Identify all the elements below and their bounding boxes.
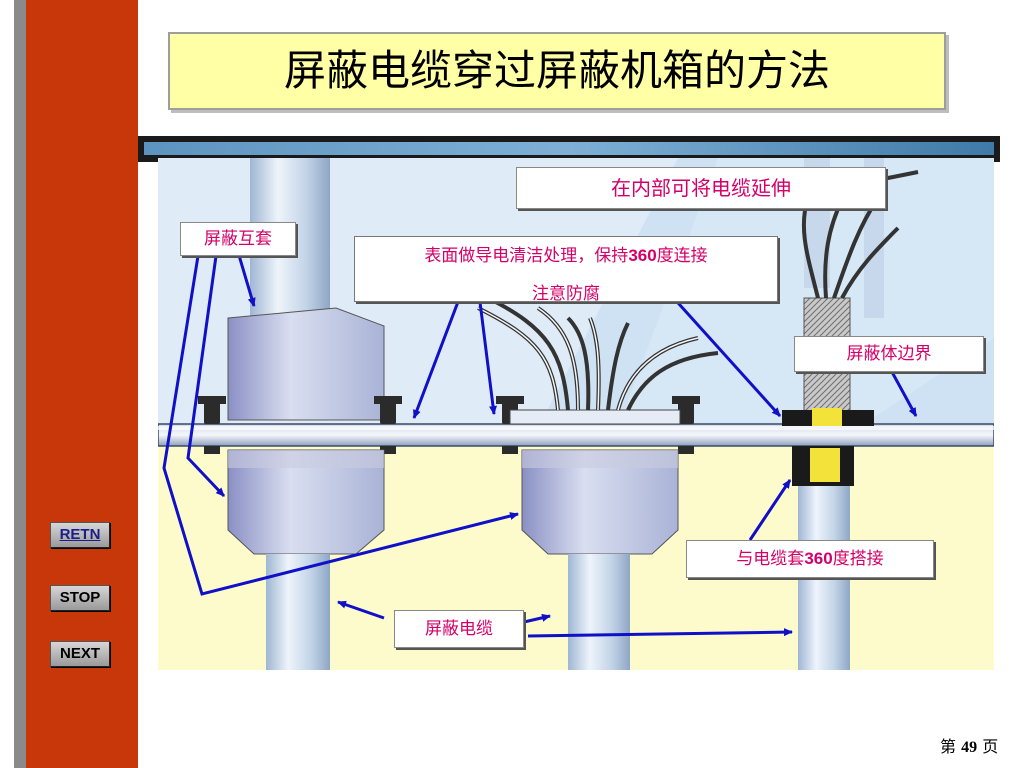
label-shield-sleeve: 屏蔽互套 [180, 222, 296, 256]
bond-text-b: 度搭接 [832, 549, 884, 569]
page-prefix: 第 [940, 737, 957, 756]
next-button[interactable]: NEXT [50, 641, 110, 667]
sidebar [26, 0, 138, 768]
bond-number: 360 [804, 549, 833, 568]
annotation-arrows [162, 251, 918, 638]
label-360-bond: 与电缆套360度搭接 [686, 540, 934, 578]
right-cable [798, 486, 850, 670]
label-shielded-cable: 屏蔽电缆 [394, 610, 524, 648]
surface-number: 360 [628, 246, 657, 265]
label-anticorrosion: 注意防腐 [532, 284, 600, 304]
divider-bar [144, 142, 994, 155]
bond-text-a: 与电缆套 [736, 549, 805, 569]
stop-button[interactable]: STOP [50, 585, 110, 611]
retn-button[interactable]: RETN [50, 522, 110, 548]
page-suffix: 页 [982, 737, 999, 756]
slide-title: 屏蔽电缆穿过屏蔽机箱的方法 [168, 32, 946, 110]
right-lower-conduit [568, 554, 630, 670]
left-upper-sleeve [227, 307, 385, 421]
sidebar-shadow [14, 0, 26, 768]
surface-text-a: 表面做导电清洁处理，保持 [424, 246, 629, 266]
label-surface-treatment: 表面做导电清洁处理，保持360度连接 注意防腐 [354, 236, 778, 304]
left-lower-conduit [266, 554, 330, 670]
cable-enclosure-diagram: 在内部可将电缆延伸 屏蔽互套 表面做导电清洁处理，保持360度连接 注意防腐 屏… [158, 158, 994, 670]
page-number-value: 49 [961, 739, 978, 756]
surface-text-b: 度连接 [656, 246, 708, 266]
label-shield-boundary: 屏蔽体边界 [794, 336, 984, 372]
label-extend-inside: 在内部可将电缆延伸 [516, 167, 886, 209]
page-number: 第 49 页 [940, 733, 998, 757]
